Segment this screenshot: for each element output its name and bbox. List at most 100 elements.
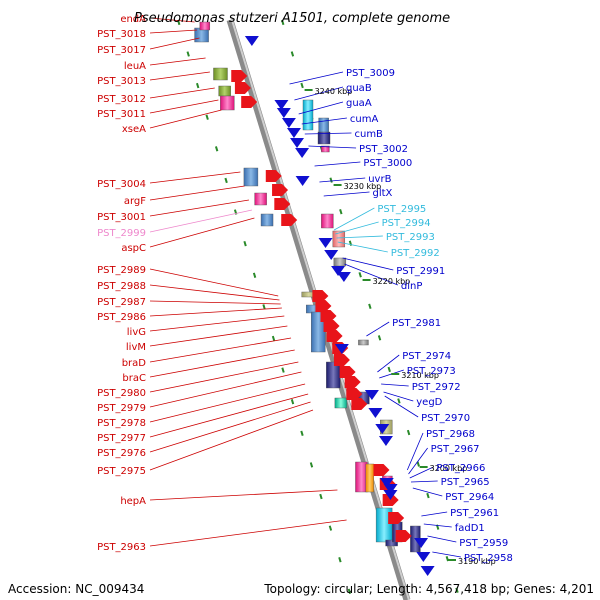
leader-line (149, 57, 206, 66)
leader-line (335, 221, 379, 235)
gene-feature-box (321, 213, 334, 229)
gene-arrow-red (231, 70, 248, 82)
tick-label: 3240 kbp (315, 87, 353, 96)
gene-feature-box (243, 167, 259, 187)
gene-arrow-red (382, 494, 399, 506)
gene-label-right: PST_2972 (412, 382, 461, 393)
label-leader-lines (149, 17, 461, 558)
gene-label-left: PST_3001 (97, 212, 146, 223)
gene-arrow-red (388, 512, 405, 524)
gene-arrow (414, 538, 429, 548)
outer-track-left (177, 19, 353, 600)
leader-line (149, 325, 288, 347)
gene-arrow-red (315, 300, 332, 312)
gene-label-left: PST_3017 (97, 45, 146, 56)
leader-line (149, 29, 198, 34)
gene-label-right: PST_2968 (426, 429, 475, 440)
gene-label-right: PST_3009 (346, 68, 395, 79)
gene-label-left: livG (127, 327, 146, 338)
leader-line (149, 337, 292, 363)
leader-line (294, 86, 344, 101)
gene-arrow (274, 100, 289, 110)
gene-arrow (295, 148, 310, 158)
leader-line (149, 371, 302, 408)
leader-line (432, 551, 461, 558)
leader-line (423, 523, 452, 528)
gene-arrow (334, 344, 349, 354)
gene-arrow (336, 272, 351, 282)
gene-feature-box (358, 339, 369, 346)
gene-label-left: PST_3018 (97, 29, 146, 40)
leader-line (409, 466, 434, 479)
leader-line (366, 321, 390, 337)
leader-line (333, 207, 375, 231)
gene-label-right: gltX (372, 188, 392, 199)
gene-label-left: argF (124, 196, 146, 207)
gene-features (194, 21, 435, 576)
gene-label-right: cumA (350, 114, 379, 125)
gene-label-left: PST_3012 (97, 94, 146, 105)
gene-label-left: xseA (122, 124, 146, 135)
leader-line (149, 217, 255, 248)
gene-feature-box (385, 539, 398, 547)
gene-label-right: PST_2970 (421, 413, 470, 424)
gene-label-left: PST_2975 (97, 466, 146, 477)
gene-label-left: PST_2999 (97, 228, 146, 239)
gene-arrow-red (346, 388, 363, 400)
gene-label-left: PST_2976 (97, 448, 146, 459)
gene-arrow-red (272, 184, 289, 196)
gene-label-right: PST_2964 (445, 492, 494, 503)
gene-label-left: PST_2989 (97, 265, 146, 276)
gene-arrow-red (333, 354, 350, 366)
gene-arrow (276, 108, 291, 118)
leader-line (149, 489, 338, 501)
gene-label-right: PST_2959 (459, 538, 508, 549)
leader-line (377, 354, 400, 373)
gene-feature-box (302, 99, 314, 131)
gene-label-left: braD (122, 358, 147, 369)
gene-arrow-red (265, 170, 282, 182)
gene-label-left: PST_3011 (97, 109, 146, 120)
gene-arrow (364, 390, 379, 400)
gene-label-right: uvrB (368, 174, 391, 185)
leader-line (149, 209, 253, 233)
gene-arrow (281, 118, 296, 128)
leader-line (344, 263, 399, 286)
tick-label: 3210 kbp (401, 371, 439, 380)
leader-line (149, 71, 210, 81)
gene-labels: endAPST_3018PST_3017leuAPST_3013PST_3012… (97, 14, 513, 564)
gene-label-left: aspC (121, 243, 146, 254)
gene-arrow (375, 424, 390, 434)
leader-line (408, 447, 428, 475)
gene-arrow (331, 266, 346, 276)
gene-label-right: PST_2974 (402, 351, 451, 362)
leader-line (149, 17, 195, 23)
gene-label-left: livM (126, 342, 146, 353)
gene-arrow-red (241, 96, 258, 108)
gene-label-left: PST_2979 (97, 403, 146, 414)
gene-feature-box (260, 213, 274, 227)
gene-label-right: PST_2966 (436, 463, 485, 474)
gene-arrow (244, 36, 259, 46)
leader-line (289, 71, 344, 85)
gene-feature-box (365, 463, 374, 493)
gene-label-right: PST_2992 (391, 248, 440, 259)
gene-arrow (379, 478, 394, 488)
tick-label: 3200 kbp (430, 464, 468, 473)
leader-line (384, 395, 419, 418)
leader-line (149, 268, 279, 297)
gene-label-left: PST_2963 (97, 542, 146, 553)
gene-feature-box (199, 21, 211, 31)
gene-feature-box (220, 95, 235, 111)
leader-line (337, 241, 388, 253)
gene-arrow-red (351, 398, 368, 410)
gene-feature-box (334, 397, 348, 409)
leader-line (314, 161, 361, 167)
gene-arrow-red (373, 464, 390, 476)
gene-feature-box (317, 131, 331, 145)
leader-line (149, 409, 314, 471)
gene-arrow (295, 176, 310, 186)
gene-label-left: PST_2988 (97, 281, 146, 292)
leader-line (149, 185, 245, 201)
